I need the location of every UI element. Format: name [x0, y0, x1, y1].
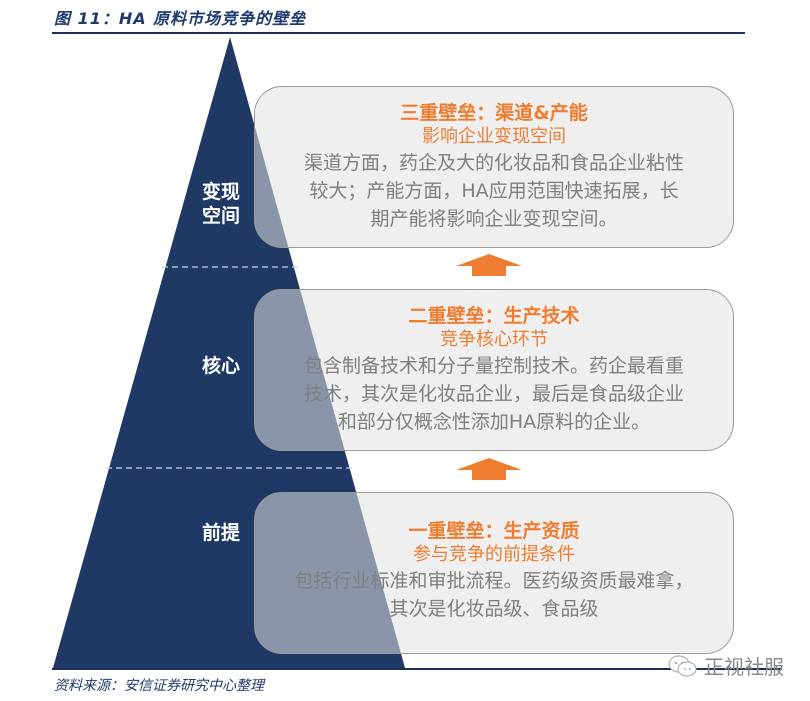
level-label-core: 核心: [201, 355, 240, 377]
level-label-monetization: 变现 空间: [201, 181, 240, 227]
figure-title: 图 11：HA 原料市场竞争的壁垒: [54, 9, 307, 28]
up-arrow-icon: [456, 458, 522, 480]
footer-divider: [52, 668, 782, 670]
up-arrow-icon: [456, 254, 522, 276]
card-subheading: 参与竞争的前提条件: [413, 544, 575, 565]
watermark-text: 正视社服: [704, 655, 784, 679]
card-heading: 一重壁垒：生产资质: [408, 520, 580, 542]
card-subheading: 影响企业变现空间: [422, 126, 566, 147]
watermark: 正视社服: [668, 651, 784, 680]
level-label-prerequisite: 前提: [201, 522, 240, 544]
source-note: 资料来源：安信证券研究中心整理: [54, 678, 264, 694]
card-body: 包括行业标准和审批流程。医药级资质最难拿， 其次是化妆品级、食品级: [294, 570, 694, 620]
card-body: 渠道方面，药企及大的化妆品和食品企业粘性 较大；产能方面，HA应用范围快速拓展，…: [303, 152, 684, 230]
wechat-icon: [668, 654, 697, 677]
barrier-card-tier2: 二重壁垒：生产技术 竞争核心环节 包含制备技术和分子量控制技术。药企最看重 技术…: [254, 289, 734, 451]
card-subheading: 竞争核心环节: [440, 329, 548, 350]
title-divider: [52, 32, 745, 34]
barrier-card-tier1: 一重壁垒：生产资质 参与竞争的前提条件 包括行业标准和审批流程。医药级资质最难拿…: [254, 492, 734, 654]
card-heading: 二重壁垒：生产技术: [408, 305, 580, 327]
card-heading: 三重壁垒：渠道&产能: [400, 102, 588, 124]
barrier-card-tier3: 三重壁垒：渠道&产能 影响企业变现空间 渠道方面，药企及大的化妆品和食品企业粘性…: [254, 86, 734, 248]
card-body: 包含制备技术和分子量控制技术。药企最看重 技术，其次是化妆品企业，最后是食品级企…: [303, 355, 684, 433]
